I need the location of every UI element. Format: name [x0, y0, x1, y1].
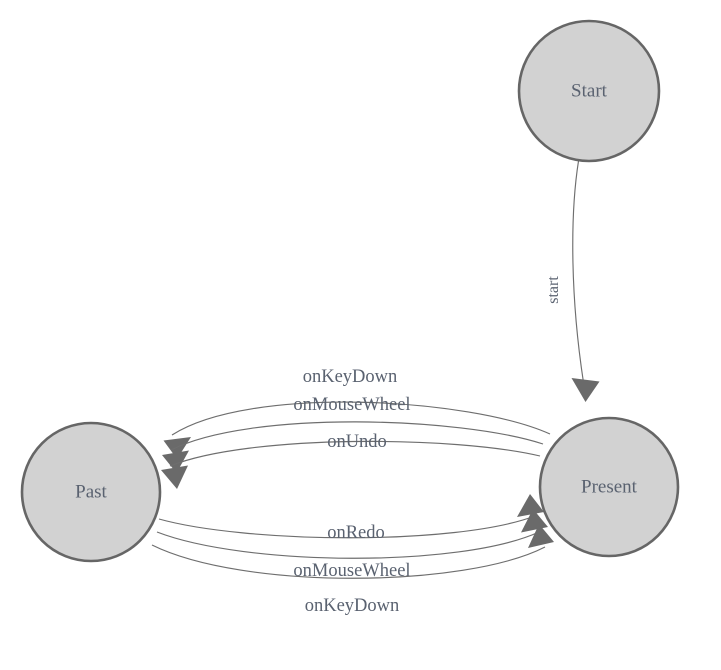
arrowhead-past-to-present-onkeydown	[528, 524, 554, 548]
arrowhead-past-to-present-onmousewheel	[521, 509, 548, 533]
edge-label-past-present-onkeydown: onKeyDown	[305, 596, 400, 616]
node-present-circle	[538, 416, 680, 558]
edge-past-to-present-onmousewheel-path	[156, 531, 540, 559]
edge-start-to-present-path	[572, 160, 586, 393]
node-present-label: Present	[581, 477, 638, 498]
node-start[interactable]: Start	[517, 19, 661, 163]
edge-label-past-present-onmousewheel: onMouseWheel	[293, 561, 410, 581]
edge-present-to-past-onmousewheel-path	[170, 421, 544, 451]
arrowhead-past-to-present-onredo	[517, 494, 544, 517]
edge-label-present-past-onundo: onUndo	[327, 432, 387, 452]
edge-label-present-past-onkeydown: onKeyDown	[303, 367, 398, 387]
edge-present-to-past-onmousewheel[interactable]: onMouseWheel	[162, 395, 544, 473]
edge-past-to-present-onredo[interactable]: onRedo	[158, 494, 544, 543]
node-past[interactable]: Past	[20, 421, 162, 563]
node-start-circle	[517, 19, 661, 163]
node-past-circle	[20, 421, 162, 563]
edge-start-to-present[interactable]: start	[545, 160, 600, 402]
node-present[interactable]: Present	[538, 416, 680, 558]
edge-label-present-past-onmousewheel: onMouseWheel	[293, 395, 410, 415]
edge-past-to-present-onredo-path	[158, 515, 536, 539]
edge-past-to-present-onkeydown[interactable]: onKeyDown	[151, 524, 554, 616]
arrowhead-present-to-past-onundo	[161, 465, 188, 489]
edge-present-to-past-onundo[interactable]: onUndo	[161, 432, 541, 489]
node-past-label: Past	[75, 482, 107, 503]
edge-past-to-present-onmousewheel[interactable]: onMouseWheel	[156, 509, 548, 581]
arrowhead-present-to-past-onkeydown	[163, 437, 191, 459]
node-start-label: Start	[571, 81, 608, 102]
arrowhead-present-to-past-onmousewheel	[162, 450, 189, 473]
edge-label-past-present-onredo: onRedo	[327, 523, 385, 543]
edge-present-to-past-onkeydown-path	[171, 401, 551, 436]
arrowhead-start-to-present	[571, 378, 600, 402]
edge-present-to-past-onundo-path	[169, 440, 541, 467]
edge-present-to-past-onkeydown[interactable]: onKeyDown	[163, 367, 551, 459]
edge-label-start: start	[545, 276, 562, 304]
edge-past-to-present-onkeydown-path	[151, 544, 546, 579]
